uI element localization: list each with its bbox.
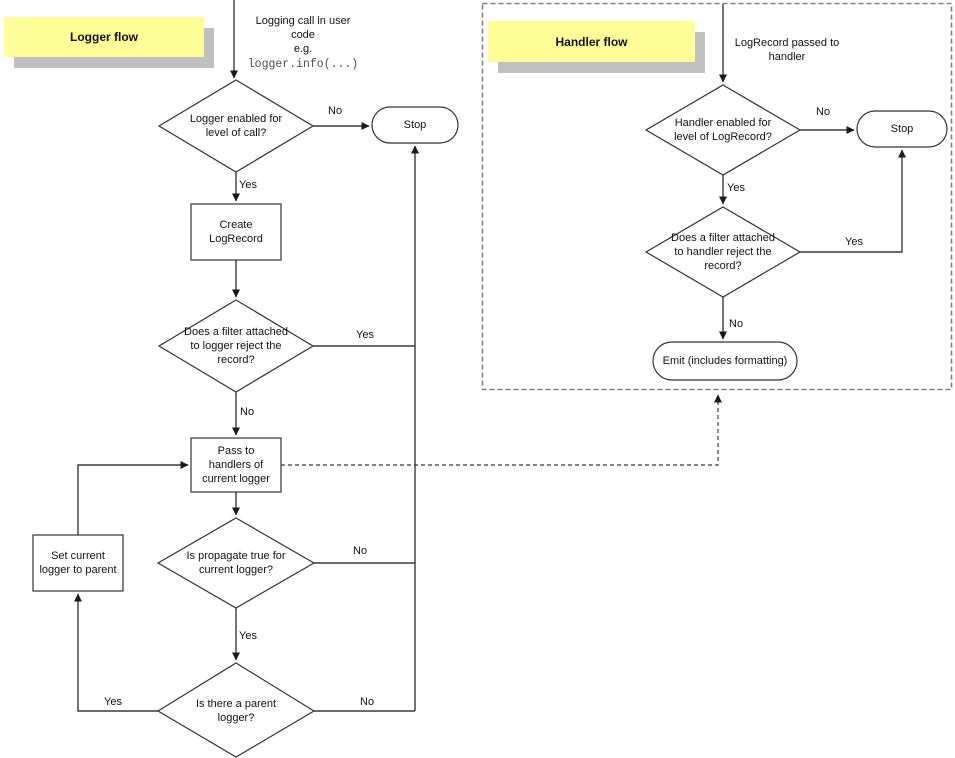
edge-label-logger-filter-no: No [240,406,255,418]
logger-level-check-label: Logger enabled for level of call? [189,113,283,139]
pass-to-handlers-node [190,437,282,493]
edge-label-propagate-yes: Yes [239,630,257,642]
edge-label-handler-level-yes: Yes [727,182,745,194]
logger-start-code: logger.info(...) [247,58,359,71]
stop-node-handler [856,110,948,148]
edge-pass-to-handler-flow [281,394,722,466]
propagate-check-label: Is propagate true for current logger? [186,550,286,576]
parent-check-label: Is there a parent logger? [195,698,277,724]
diamond-handler-level-check [644,84,802,176]
create-logrecord-node [190,203,282,261]
emit-label: Emit (includes formatting) [662,355,788,367]
edge-label-propagate-no: No [353,545,368,557]
emit-node [652,341,798,381]
edge-label-parent-yes: Yes [104,696,122,708]
edge-label-logger-level-yes: Yes [239,179,257,191]
diamond-handler-filter-check [644,206,802,298]
edge-handler-filter-yes-to-stop [800,149,906,253]
logger-start-note: Logging call in user code e.g. [255,15,351,55]
handler-level-check-label: Handler enabled for level of LogRecord? [674,117,772,143]
diamond-logger-level-check [157,79,315,173]
handler-stop-label: Stop [890,123,914,135]
handler-start-note: LogRecord passed to handler [734,37,840,63]
edge-label-handler-filter-yes: Yes [845,236,863,248]
edge-label-parent-no: No [360,696,375,708]
edge-label-logger-filter-yes: Yes [356,329,374,341]
set-current-logger-label: Set current logger to parent [39,550,117,576]
edge-parent-yes-to-set-current [74,593,158,712]
edge-set-current-to-pass [77,461,189,535]
stop-node-logger [371,106,459,144]
edge-label-handler-level-no: No [816,106,831,118]
edge-label-logger-level-no: No [328,105,343,117]
pass-to-handlers-label: Pass to handlers of current logger [202,445,270,485]
diamond-logger-filter-check [157,299,315,393]
logger-stop-label: Stop [403,119,427,131]
edge-label-handler-filter-no: No [729,318,744,330]
logger-flow-title: Logger flow [4,17,204,57]
logger-filter-check-label: Does a filter attached to logger reject … [184,326,288,366]
create-logrecord-label: Create LogRecord [209,219,263,245]
diamond-propagate-check [156,517,316,609]
handler-flow-container [481,2,953,391]
handler-flow-title: Handler flow [488,21,695,62]
set-current-logger-node [32,534,124,592]
diamond-parent-check [156,662,316,758]
handler-filter-check-label: Does a filter attached to handler reject… [671,232,775,272]
